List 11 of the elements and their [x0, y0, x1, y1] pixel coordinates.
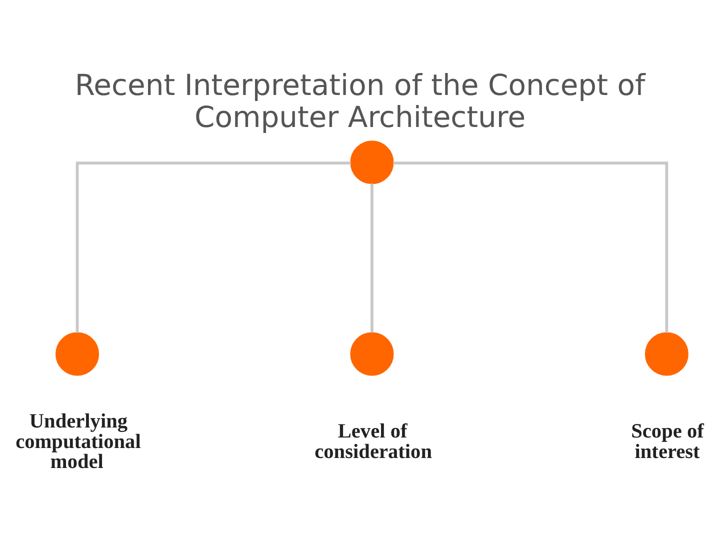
- node-circle: [350, 140, 394, 184]
- connector: [393, 161, 668, 332]
- node-circle: [644, 332, 688, 376]
- node-circle: [56, 332, 100, 376]
- connector: [370, 183, 374, 332]
- node-label: Scope of interest: [631, 420, 704, 463]
- node-label: Underlying computational model: [16, 410, 141, 473]
- diagram-title: Recent Interpretation of the Concept of Computer Architecture: [74, 67, 646, 134]
- node-label: Level of consideration: [314, 420, 432, 463]
- connector: [76, 161, 351, 332]
- node-circle: [350, 332, 394, 376]
